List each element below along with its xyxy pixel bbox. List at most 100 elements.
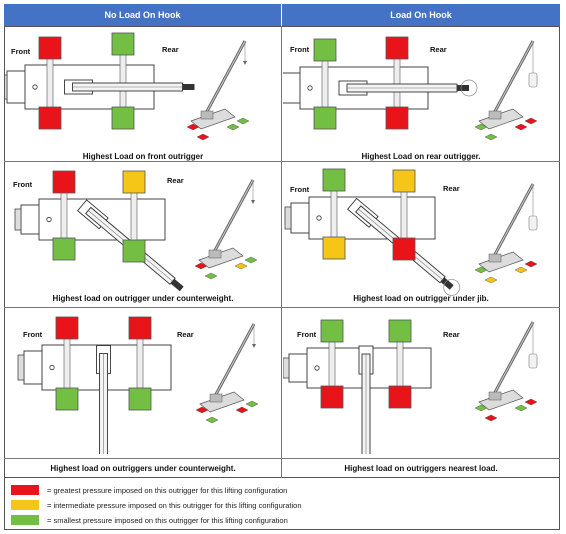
outrigger-pad-intermediate xyxy=(122,170,146,194)
side-pad-intermediate xyxy=(234,262,248,270)
side-pad-greatest xyxy=(524,117,538,125)
side-pad-smallest xyxy=(474,123,488,131)
side-pad-smallest xyxy=(474,404,488,412)
side-pad-greatest xyxy=(484,414,498,422)
outrigger-pad-smallest xyxy=(111,32,135,56)
load-object xyxy=(528,72,538,88)
outrigger-pad-smallest xyxy=(55,387,79,411)
side-boom-highlight xyxy=(492,40,534,116)
turntable-icon xyxy=(49,364,55,371)
crane-side-view xyxy=(195,323,259,424)
cell-caption: Highest load on outriggers under counter… xyxy=(50,464,236,473)
side-pad-greatest xyxy=(195,406,209,414)
crane-diagram xyxy=(5,32,250,141)
rear-label: Rear xyxy=(167,176,184,185)
crane-diagram xyxy=(283,319,538,454)
rear-label: Rear xyxy=(430,45,447,54)
hook-icon xyxy=(251,200,255,204)
outrigger-pad-smallest xyxy=(313,106,337,130)
crane-side-view xyxy=(474,40,538,141)
outrigger-pad-intermediate xyxy=(392,169,416,193)
side-pad-smallest xyxy=(205,416,219,424)
rear-label: Rear xyxy=(443,184,460,193)
side-pad-intermediate xyxy=(514,266,528,274)
cab-front xyxy=(17,354,25,381)
crane-diagram xyxy=(283,36,538,141)
side-boom-highlight xyxy=(492,321,534,397)
crane-diagram xyxy=(14,170,258,292)
side-cab xyxy=(488,253,502,263)
side-pad-smallest xyxy=(245,400,259,408)
cell-outriggers-counterweight: Front Rear Highest load on outriggers un… xyxy=(5,308,281,473)
outrigger-pad-greatest xyxy=(55,316,79,340)
outrigger-pad-greatest xyxy=(392,237,416,261)
rear-label: Rear xyxy=(162,45,179,54)
side-pad-smallest xyxy=(474,266,488,274)
side-pad-smallest xyxy=(204,272,218,280)
header-no-load: No Load On Hook xyxy=(4,4,281,26)
outrigger-pad-intermediate xyxy=(322,236,346,260)
cab xyxy=(288,353,308,383)
side-cab xyxy=(488,391,502,401)
legend-swatch-green xyxy=(11,515,39,525)
legend: = greatest pressure imposed on this outr… xyxy=(4,478,560,530)
cab xyxy=(6,70,26,104)
crane-top-view xyxy=(283,333,432,454)
crane-diagram xyxy=(17,316,259,454)
row-divider-3 xyxy=(4,458,560,459)
cell-front-outrigger: Front Rear Highest Load on front outrigg… xyxy=(5,27,281,173)
cab xyxy=(283,72,301,104)
hook-icon xyxy=(243,61,247,65)
cell-caption: Highest Load on rear outrigger. xyxy=(361,152,481,161)
turntable-icon xyxy=(46,216,52,223)
cell-under-counterweight: Front Rear Highest load on outrigger und… xyxy=(5,162,281,308)
side-pad-greatest xyxy=(235,406,249,414)
outrigger-pad-smallest xyxy=(388,319,412,343)
cell-under-jib: Front Rear Highest load on outrigger und… xyxy=(283,162,559,308)
boom-head xyxy=(457,85,469,91)
side-pad-greatest xyxy=(186,123,200,131)
boom xyxy=(64,79,195,95)
boom-head xyxy=(170,278,184,292)
crane-top-view xyxy=(284,182,461,296)
outrigger-pad-smallest xyxy=(52,237,76,261)
side-pad-smallest xyxy=(244,256,258,264)
crane-side-view xyxy=(194,179,258,280)
cell-outriggers-nearest-load: Front Rear Highest load on outriggers ne… xyxy=(283,308,559,473)
header-load: Load On Hook xyxy=(282,4,560,26)
side-pad-smallest xyxy=(226,123,240,131)
side-boom-highlight xyxy=(204,40,246,116)
row-divider-1 xyxy=(4,161,560,162)
load-circle xyxy=(443,279,461,296)
outrigger-pad-greatest xyxy=(388,385,412,409)
cell-rear-outrigger: Front Rear Highest Load on rear outrigge… xyxy=(283,27,559,173)
outrigger-pad-smallest xyxy=(322,168,346,192)
outrigger-pad-smallest xyxy=(111,106,135,130)
front-label: Front xyxy=(297,330,317,339)
side-cab xyxy=(208,249,222,259)
legend-swatch-yellow xyxy=(11,500,39,510)
front-label: Front xyxy=(23,330,43,339)
front-label: Front xyxy=(13,180,33,189)
boom-head xyxy=(182,84,195,90)
row-divider-2 xyxy=(4,307,560,308)
cell-caption: Highest load on outrigger under counterw… xyxy=(52,294,234,303)
side-cab xyxy=(209,393,223,403)
outrigger-pad-smallest xyxy=(128,387,152,411)
boom xyxy=(96,345,111,454)
turntable-icon xyxy=(316,215,322,221)
outrigger-pad-greatest xyxy=(320,385,344,409)
side-pad-intermediate xyxy=(484,276,498,284)
turntable-icon xyxy=(314,365,320,371)
cab xyxy=(20,204,40,235)
cab-front xyxy=(14,208,22,231)
crane-side-view xyxy=(474,321,538,422)
side-boom-highlight xyxy=(492,183,534,259)
rear-label: Rear xyxy=(443,330,460,339)
crane-top-view xyxy=(5,50,195,124)
side-cab xyxy=(488,110,502,120)
chassis xyxy=(308,196,436,240)
boom xyxy=(358,345,374,454)
legend-item-greatest: = greatest pressure imposed on this outr… xyxy=(11,484,287,496)
outrigger-pad-smallest xyxy=(313,38,337,62)
